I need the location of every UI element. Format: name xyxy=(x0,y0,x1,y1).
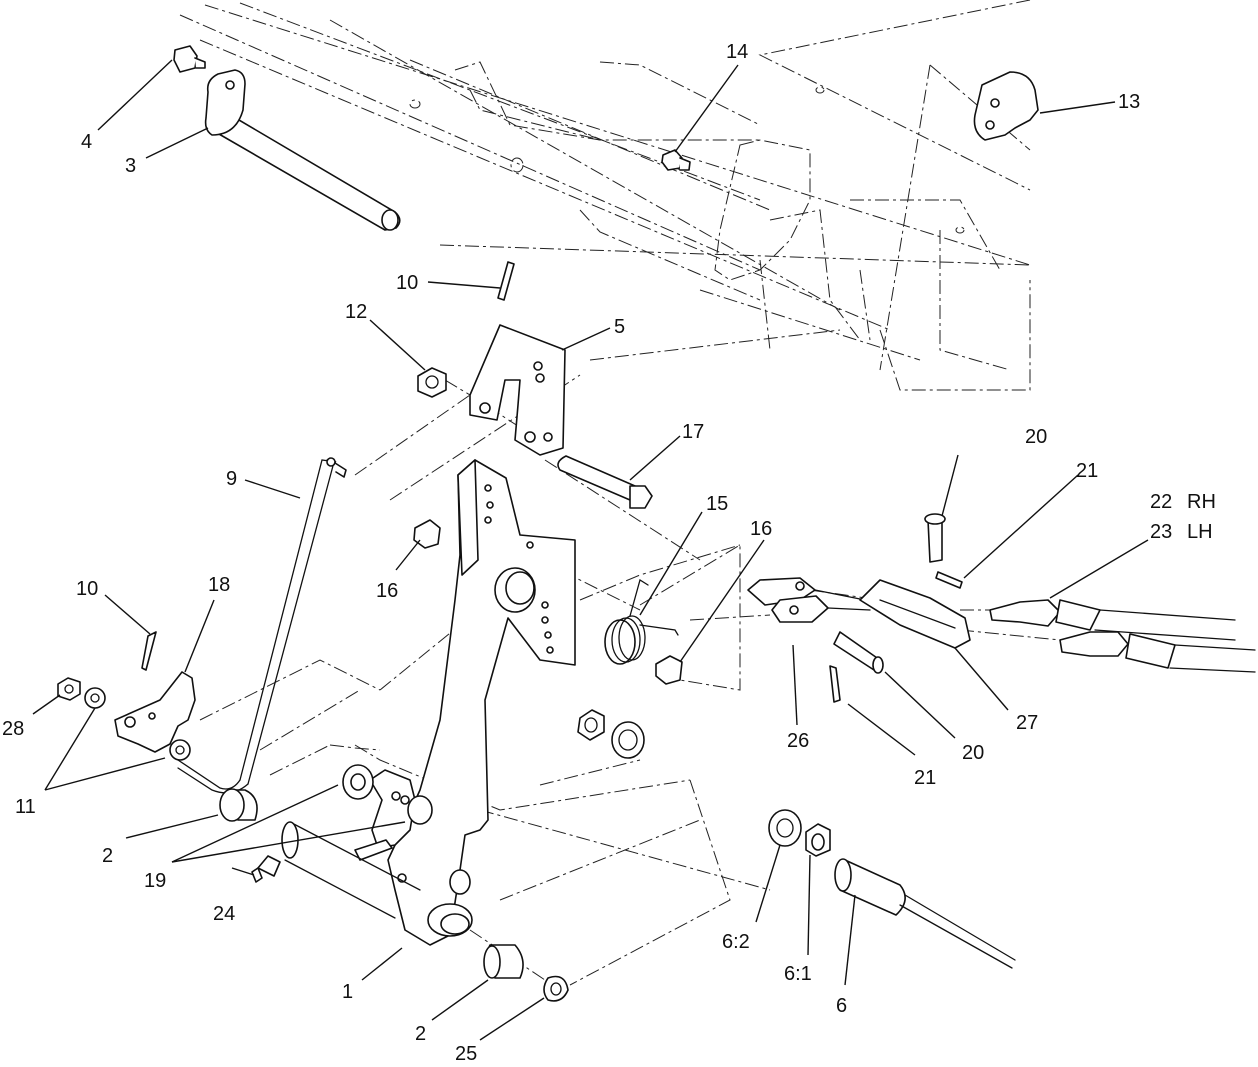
callout-18: 18 xyxy=(208,574,230,596)
callout-2-bottom: 2 xyxy=(415,1023,426,1045)
callout-28: 28 xyxy=(2,718,24,740)
callouts: 4 3 14 13 10 12 5 9 17 15 16 16 10 18 28… xyxy=(2,41,1216,1065)
callout-11: 11 xyxy=(15,796,36,818)
callout-9: 9 xyxy=(226,468,237,490)
part-cable-bracket xyxy=(859,579,971,649)
part-nylon-bushing-b xyxy=(655,655,683,685)
callout-27: 27 xyxy=(1016,712,1038,734)
part-nut-top xyxy=(417,367,447,398)
part-clip xyxy=(543,975,569,1002)
part-clevis-pin-upper xyxy=(924,513,946,563)
part-cable-lh xyxy=(1059,631,1256,673)
callout-6: 6 xyxy=(836,995,847,1017)
callout-19: 19 xyxy=(144,870,166,892)
part-bracket xyxy=(469,324,566,456)
callout-2-left: 2 xyxy=(102,845,113,867)
part-long-bolt xyxy=(557,455,653,509)
part-jam-nut-mid xyxy=(577,709,645,759)
part-grease-fitting xyxy=(251,855,281,883)
callout-15: 15 xyxy=(706,493,728,515)
part-pedal-arm xyxy=(387,459,576,946)
callout-10-left: 10 xyxy=(76,578,98,600)
part-bushing-left xyxy=(219,788,258,822)
part-cotter-pin-top xyxy=(497,261,515,301)
callout-16-left: 16 xyxy=(376,580,398,602)
callout-25: 25 xyxy=(455,1043,477,1065)
part-cotter-pin-upper xyxy=(935,571,963,589)
callout-1: 1 xyxy=(342,981,353,1003)
callout-12: 12 xyxy=(345,301,367,323)
part-small-bolt xyxy=(661,149,691,171)
callout-4: 4 xyxy=(81,131,92,153)
part-spring xyxy=(604,578,679,665)
part-pad xyxy=(973,71,1039,141)
callout-6-2: 6:2 xyxy=(722,931,750,953)
callout-14: 14 xyxy=(726,41,748,63)
part-clevis xyxy=(747,577,871,623)
callout-17: 17 xyxy=(682,421,704,443)
callout-23: 23 xyxy=(1150,521,1172,543)
part-cable-end xyxy=(768,809,1016,969)
callout-24: 24 xyxy=(213,903,235,925)
callout-21-upper: 21 xyxy=(1076,460,1098,482)
callout-22-side: RH xyxy=(1187,491,1216,513)
part-rod xyxy=(177,457,347,794)
part-nut-left xyxy=(57,677,81,701)
leader-lines xyxy=(32,59,1149,1041)
callout-20-upper: 20 xyxy=(1025,426,1047,448)
callout-26: 26 xyxy=(787,730,809,752)
callout-22: 22 xyxy=(1150,491,1172,513)
part-clevis-pin-lower xyxy=(833,631,884,674)
part-arm-clevis xyxy=(354,769,416,861)
callout-20-lower: 20 xyxy=(962,742,984,764)
callout-23-side: LH xyxy=(1187,521,1213,543)
part-bolt xyxy=(173,45,206,73)
part-cable-rh xyxy=(989,599,1236,641)
callout-10-top: 10 xyxy=(396,272,418,294)
part-pivot-pin xyxy=(204,69,401,231)
part-pivot-tube xyxy=(281,821,421,919)
callout-13: 13 xyxy=(1118,91,1140,113)
part-nylon-bushing-a xyxy=(413,519,441,549)
part-washer-left xyxy=(84,687,191,761)
callout-6-1: 6:1 xyxy=(784,963,812,985)
callout-16-right: 16 xyxy=(750,518,772,540)
callout-5: 5 xyxy=(614,316,625,338)
part-bushing-bottom xyxy=(483,944,524,979)
callout-3: 3 xyxy=(125,155,136,177)
frame-phantom xyxy=(179,0,1031,391)
part-washers xyxy=(342,764,433,825)
callout-21-lower: 21 xyxy=(914,767,936,789)
part-cotter-pin-left xyxy=(141,631,157,671)
part-cotter-pin-lower xyxy=(829,665,841,703)
part-lever xyxy=(114,671,196,753)
